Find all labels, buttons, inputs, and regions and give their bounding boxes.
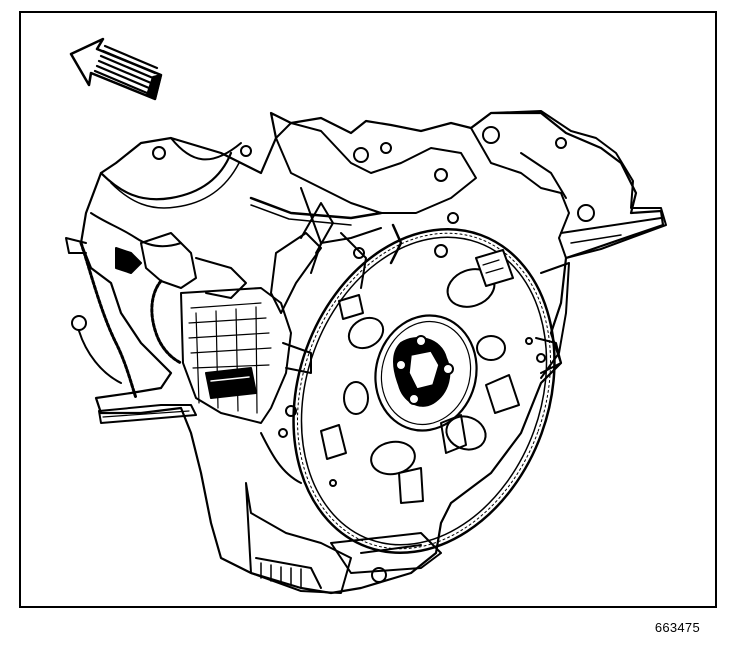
- direction-arrow-icon: [69, 37, 163, 101]
- right-housing: [535, 262, 570, 379]
- mount-rod: [98, 404, 197, 424]
- oil-pan: [245, 482, 442, 594]
- bellhousing-flange: [180, 202, 334, 484]
- left-side-harness: [65, 137, 252, 400]
- upper-brackets: [249, 122, 477, 289]
- flywheel: [292, 228, 556, 554]
- figure-frame: [19, 11, 717, 608]
- engine-flywheel-illustration: [65, 37, 667, 595]
- exhaust-manifold: [470, 110, 667, 259]
- figure-id-number: 663475: [654, 620, 700, 635]
